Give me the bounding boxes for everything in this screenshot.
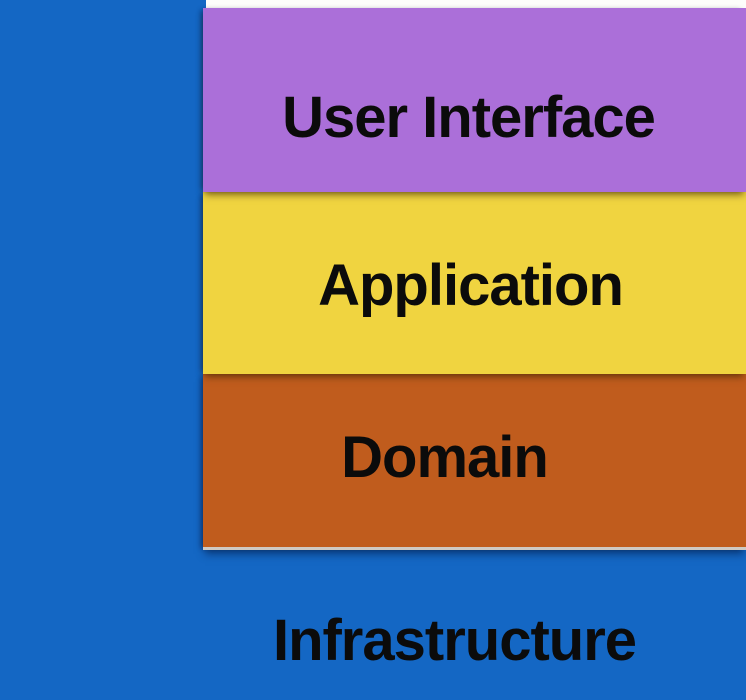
layer-user-interface-label: User Interface — [282, 84, 656, 150]
layer-domain: Domain — [203, 374, 746, 550]
layer-application-label: Application — [318, 252, 624, 318]
layer-application: Application — [203, 192, 746, 374]
top-white-strip — [206, 0, 746, 8]
layer-infrastructure-label: Infrastructure — [272, 607, 637, 673]
layer-infrastructure: Infrastructure — [203, 550, 746, 700]
layer-user-interface: User Interface — [203, 8, 746, 192]
layer-domain-label: Domain — [341, 425, 549, 490]
